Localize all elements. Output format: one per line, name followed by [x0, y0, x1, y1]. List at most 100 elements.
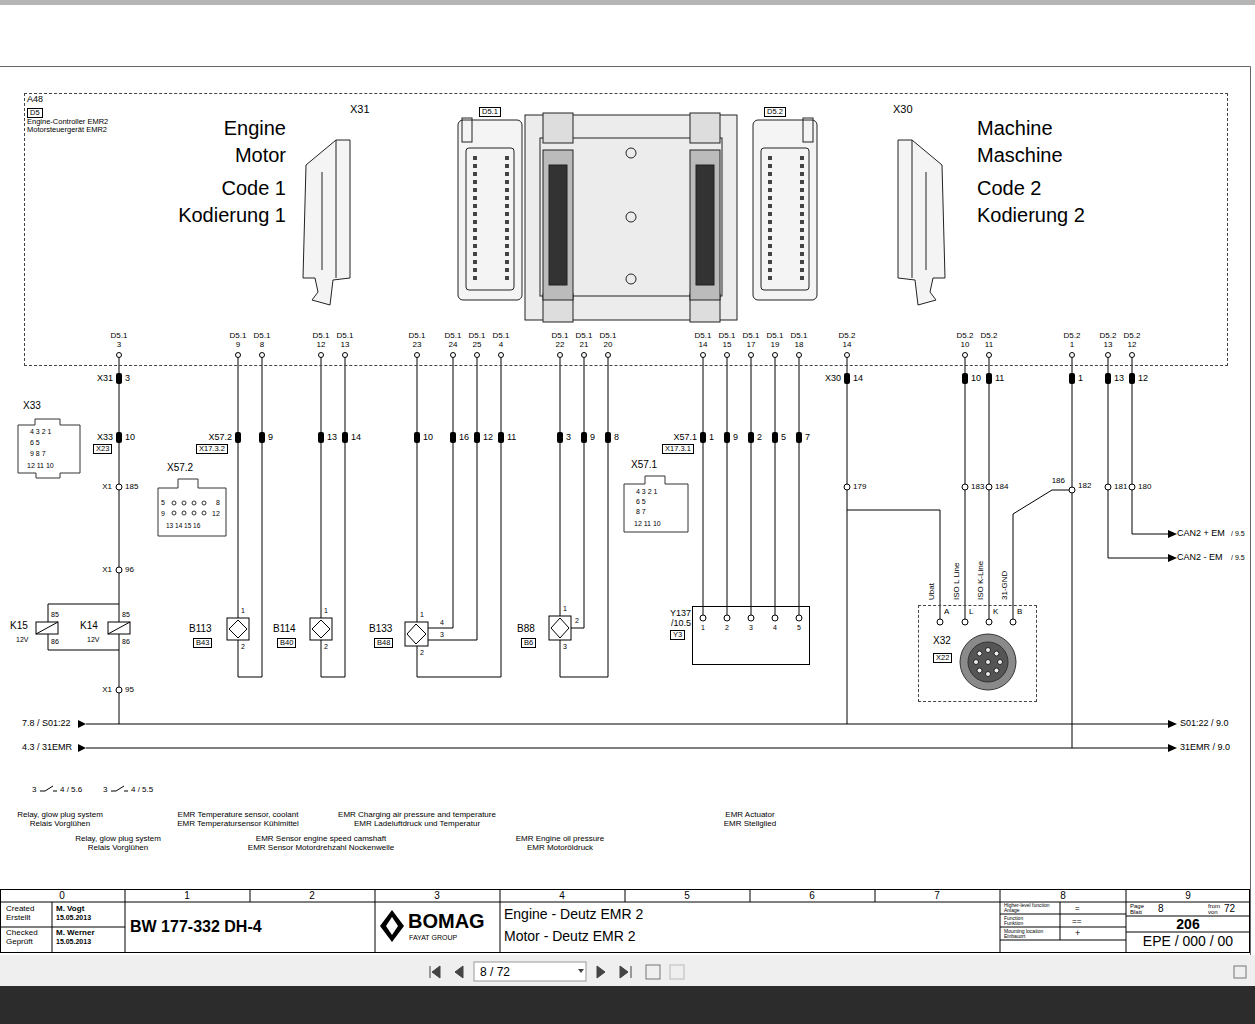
schematic-label: BOMAG [408, 911, 485, 931]
ecu-illustration [303, 140, 350, 305]
schematic-label: EMR Temperatursensor Kühlmittel [177, 820, 299, 828]
schematic-label: 31EMR / 9.0 [1180, 743, 1230, 752]
schematic-label: D5.2 [1100, 332, 1117, 340]
schematic-label: 19 [771, 341, 780, 349]
node-text: Engine-Controller EMR2 Motorsteuergerät … [27, 118, 139, 135]
pin-terminal [451, 353, 456, 358]
schematic-label: D5.1 [469, 332, 486, 340]
schematic-label: ISO L Line [953, 562, 961, 600]
node-text: Y3 [673, 631, 682, 639]
connector-pin [768, 212, 772, 216]
schematic-label: X31 [350, 104, 370, 115]
schematic-label: 10 [423, 433, 433, 442]
schematic-label: D5.2 [981, 332, 998, 340]
connector-pin [172, 511, 176, 515]
pin-terminal [748, 615, 754, 621]
plug-contact [474, 432, 480, 443]
connector-pin [192, 501, 196, 505]
schematic-label: 86 [51, 638, 59, 645]
pin-terminal [796, 615, 802, 621]
reference-tag: X17.3.1 [662, 444, 694, 454]
connector-pin [977, 651, 982, 656]
arrow-head [1168, 530, 1177, 538]
connector-pin [505, 252, 509, 256]
logo [386, 917, 398, 935]
schematic-label: X1 [101, 566, 113, 574]
connector-pin [768, 260, 772, 264]
connector-pin [800, 212, 804, 216]
schematic-label: D5.1 [719, 332, 736, 340]
schematic-label: 16 [459, 433, 469, 442]
schematic-label: X57.1 [631, 460, 657, 470]
schematic-label: D5.1 [254, 332, 271, 340]
schematic-label: 12V [87, 636, 99, 643]
connector-pin [473, 156, 477, 160]
schematic-label: 4 / 5.6 [60, 786, 82, 794]
node-text: B48 [377, 639, 390, 647]
schematic-label: Ubat [928, 583, 936, 600]
connector-pin [505, 244, 509, 248]
schematic-label: 1 [563, 605, 567, 612]
schematic-label: 24 [449, 341, 458, 349]
wire-connector [775, 366, 776, 606]
schematic-label: 3 [440, 631, 444, 638]
schematic-label: 2 [324, 643, 328, 650]
connector-pin [768, 204, 772, 208]
schematic-label: CAN2 + EM [1177, 529, 1225, 538]
schematic-label: D5.1 [695, 332, 712, 340]
schematic-label: 4.3 / 31EMR [22, 743, 72, 752]
schematic-label: 2 [575, 617, 579, 624]
plug-contact [414, 432, 420, 443]
connector-pin [473, 236, 477, 240]
connector-face [158, 479, 226, 536]
ecu-illustration [626, 148, 636, 158]
plug-contact [844, 373, 850, 384]
wire-connector [751, 366, 752, 606]
ecu-illustration [761, 148, 809, 290]
connector-pin [768, 236, 772, 240]
schematic-label: 6 5 [636, 498, 646, 505]
connector-pin [505, 204, 509, 208]
wire [119, 357, 608, 724]
schematic-label: X33 [97, 433, 113, 442]
node-text: Y137 /10.5 [657, 609, 691, 629]
title-block [0, 889, 1250, 952]
schematic-label: von [1208, 909, 1218, 915]
wire-number-mark [1069, 487, 1075, 493]
schematic-label: 9 [1185, 891, 1191, 901]
wire-number-mark [116, 687, 122, 693]
wire-connector [799, 366, 800, 606]
schematic-label: 4 [773, 624, 777, 631]
connector-pin [182, 511, 186, 515]
wire-number-mark [1105, 484, 1111, 490]
connector-pin [172, 501, 176, 505]
wire-number-mark [1129, 484, 1135, 490]
schematic-label: B114 [273, 624, 296, 634]
node-text: B6 [524, 639, 533, 647]
schematic-label: B133 [369, 624, 392, 634]
window-chrome [0, 0, 1255, 5]
ecu-illustration [753, 120, 817, 300]
schematic-label: FAYAT GROUP [409, 934, 457, 941]
schematic-label: D5.1 [409, 332, 426, 340]
pin-terminal [797, 353, 802, 358]
plug-contact [796, 432, 802, 443]
arrow-head [1168, 720, 1177, 728]
schematic-label: M. Vogt [56, 905, 84, 913]
schematic-label: 9 [268, 433, 273, 442]
schematic-label: Relay, glow plug system [75, 835, 161, 843]
pin-terminal [260, 353, 265, 358]
schematic-label: 8 7 [636, 508, 646, 515]
connector-pin [505, 172, 509, 176]
schematic-label: A [944, 608, 949, 616]
schematic-label: Code 2 [977, 178, 1042, 198]
schematic-label: 15.05.2013 [56, 914, 91, 921]
relay-symbol [36, 622, 58, 634]
wire [86, 357, 1170, 748]
connector-pin [768, 244, 772, 248]
schematic-label: Relais Vorglühen [88, 844, 148, 852]
schematic-label: / 9.5 [1231, 554, 1245, 561]
ecu-illustration [525, 115, 737, 320]
schematic-label: 5 [161, 499, 165, 506]
connector-pin [768, 172, 772, 176]
